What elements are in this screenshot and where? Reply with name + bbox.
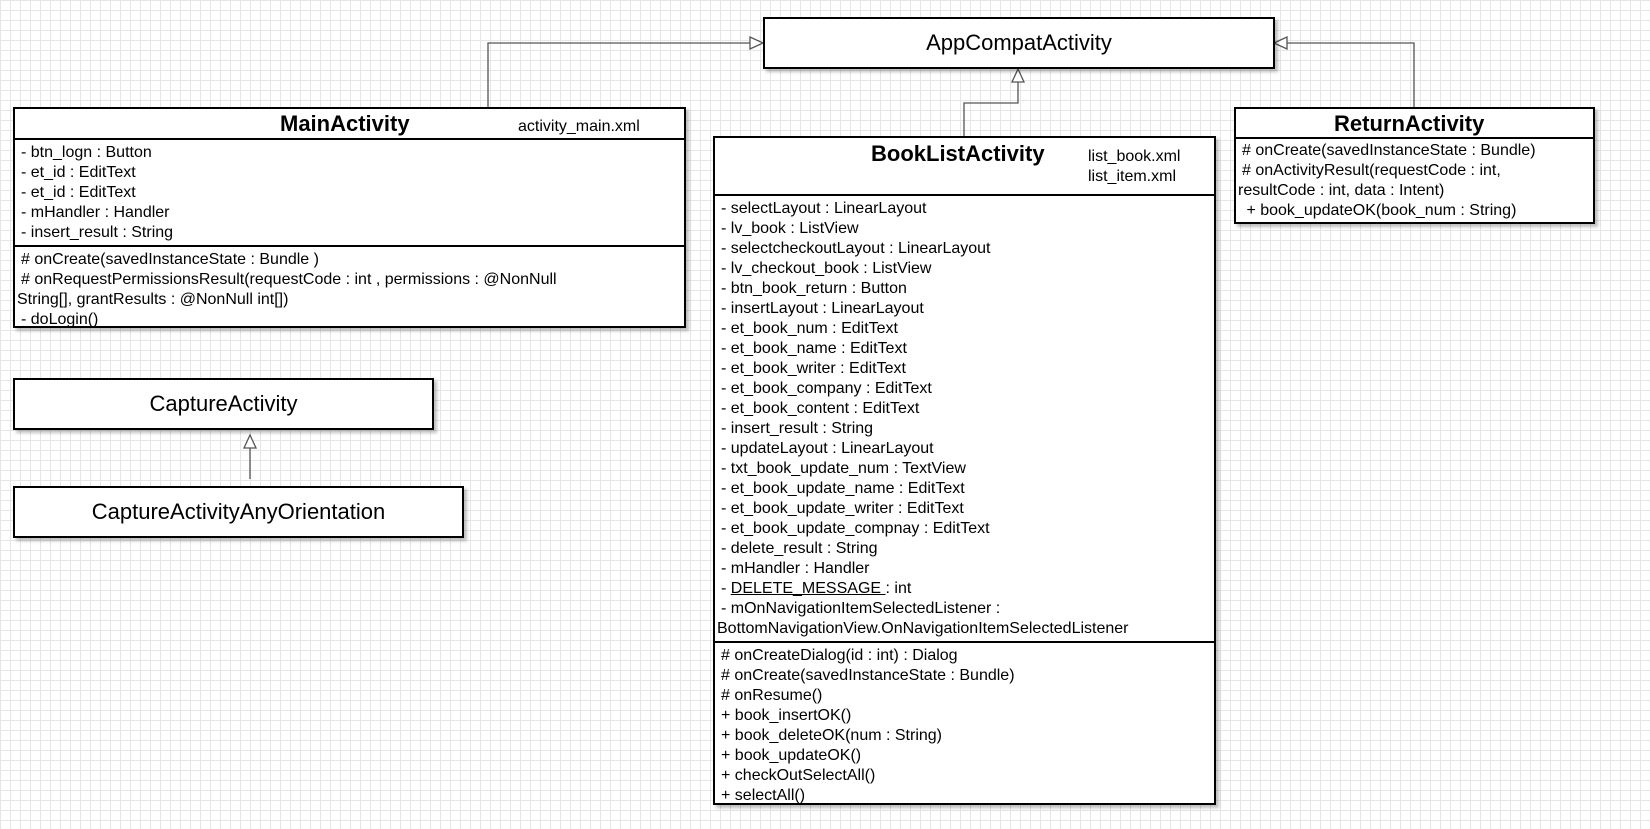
main-activity-header: MainActivity activity_main.xml [15,109,684,140]
attribute-row: - updateLayout : LinearLayout [721,440,934,457]
edge-booklist-to-appcompat [963,67,1026,136]
main-activity-methods: # onCreate(savedInstanceState : Bundle )… [15,245,684,332]
attribute-row: - mHandler : Handler [21,204,170,221]
attribute-row: - lv_book : ListView [721,220,859,237]
appcompat-activity-class[interactable]: AppCompatActivity [763,17,1275,69]
main-activity-layout-file: activity_main.xml [518,118,640,135]
attribute-row: - et_book_name : EditText [721,340,907,357]
method-row: # onCreate(savedInstanceState : Bundle) [721,667,1015,684]
main-activity-class[interactable]: MainActivity activity_main.xml - btn_log… [13,107,686,328]
book-list-item-layout-file: list_item.xml [1088,168,1177,185]
attribute-row: - btn_book_return : Button [721,280,907,297]
return-activity-methods: # onCreate(savedInstanceState : Bundle) … [1236,139,1593,223]
attribute-row: - mOnNavigationItemSelectedListener : [721,600,1001,617]
attribute-row: - selectLayout : LinearLayout [721,200,927,217]
method-row: + selectAll() [721,787,806,804]
attribute-row: - et_book_num : EditText [721,320,898,337]
attribute-row: - et_book_writer : EditText [721,360,906,377]
method-row-continued: String[], grantResults : @NonNull int[]) [17,291,289,308]
attribute-row: - mHandler : Handler [721,560,870,577]
attribute-row: - et_book_content : EditText [721,400,920,417]
capture-activity-any-orientation-name: CaptureActivityAnyOrientation [91,499,386,524]
book-list-activity-attributes: - selectLayout : LinearLayout - lv_book … [715,196,1214,641]
method-row: # onRequestPermissionsResult(requestCode… [21,271,557,288]
attribute-row: - selectcheckoutLayout : LinearLayout [721,240,991,257]
method-row: # onResume() [721,687,823,704]
main-activity-name: MainActivity [280,111,410,136]
attribute-row: - btn_logn : Button [21,144,152,161]
method-row-continued: resultCode : int, data : Intent) [1238,182,1445,199]
return-activity-class[interactable]: ReturnActivity # onCreate(savedInstanceS… [1234,107,1595,224]
method-row: + book_updateOK() [721,747,862,764]
static-attribute-prefix: - [721,580,731,597]
attribute-row: - et_id : EditText [21,184,136,201]
method-row: + book_insertOK() [721,707,852,724]
method-row: + book_updateOK(book_num : String) [1242,202,1517,219]
book-list-activity-header: BookListActivity list_book.xml list_item… [715,138,1214,196]
attribute-row: - insert_result : String [21,224,174,241]
book-list-activity-methods: # onCreateDialog(id : int) : Dialog # on… [715,641,1214,808]
attribute-row: - delete_result : String [721,540,878,557]
book-list-activity-name: BookListActivity [871,141,1045,166]
book-list-layout-file: list_book.xml [1088,148,1181,165]
method-row: # onCreateDialog(id : int) : Dialog [721,647,958,664]
method-row: + checkOutSelectAll() [721,767,876,784]
attribute-row: - lv_checkout_book : ListView [721,260,932,277]
static-attribute-type: : int [885,580,912,597]
attribute-row: - et_book_company : EditText [721,380,932,397]
method-row: + book_deleteOK(num : String) [721,727,943,744]
method-row: # onActivityResult(requestCode : int, [1242,162,1501,179]
appcompat-activity-name: AppCompatActivity [926,30,1112,55]
attribute-row: - insert_result : String [721,420,874,437]
book-list-activity-class[interactable]: BookListActivity list_book.xml list_item… [713,136,1216,805]
static-attribute-row: - DELETE_MESSAGE : int [715,579,1214,599]
attribute-row: - txt_book_update_num : TextView [721,460,966,477]
attribute-row: - et_book_update_compnay : EditText [721,520,990,537]
edge-return-to-appcompat [1272,35,1415,107]
capture-activity-class[interactable]: CaptureActivity [13,378,434,430]
attribute-row: - insertLayout : LinearLayout [721,300,924,317]
attribute-row: - et_id : EditText [21,164,136,181]
main-activity-attributes: - btn_logn : Button - et_id : EditText -… [15,140,684,245]
static-attribute-name: DELETE_MESSAGE [730,580,886,597]
attribute-row-continued: BottomNavigationView.OnNavigationItemSel… [717,620,1129,637]
edge-main-to-appcompat [487,35,765,107]
return-activity-name: ReturnActivity [1334,111,1485,136]
method-row: # onCreate(savedInstanceState : Bundle ) [21,251,319,268]
capture-activity-name: CaptureActivity [149,391,298,416]
method-row: # onCreate(savedInstanceState : Bundle) [1242,142,1536,159]
edge-captureany-to-capture [242,433,258,479]
return-activity-header: ReturnActivity [1236,109,1593,139]
method-row: - doLogin() [21,311,99,328]
attribute-row: - et_book_update_writer : EditText [721,500,964,517]
capture-activity-any-orientation-class[interactable]: CaptureActivityAnyOrientation [13,486,464,538]
attribute-row: - et_book_update_name : EditText [721,480,965,497]
